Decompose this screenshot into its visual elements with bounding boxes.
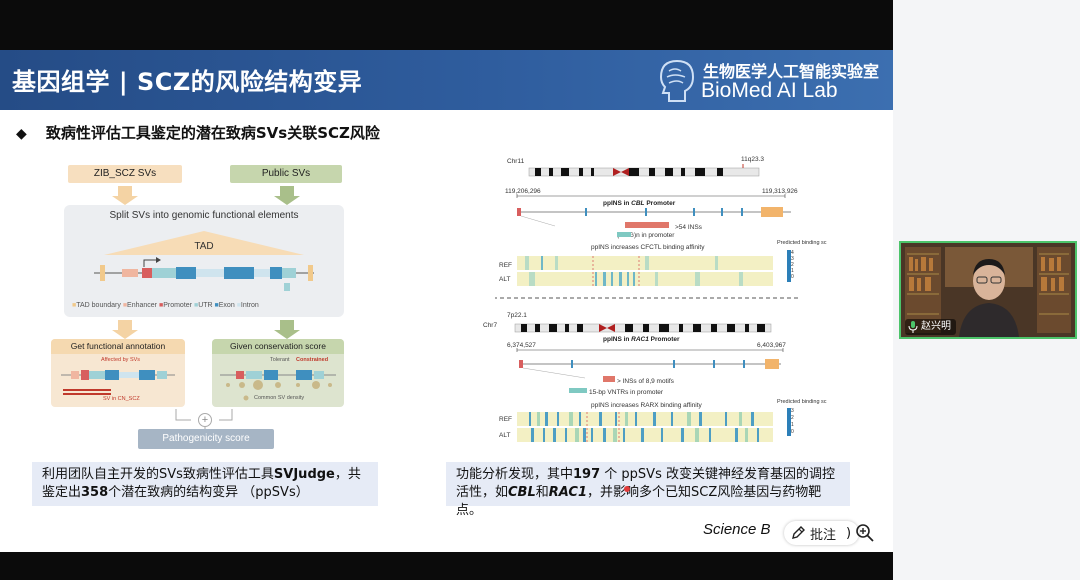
slide-title-band: 基因组学 | SCZ的风险结构变异 生物医学人工智能实验室 BioMed AI … <box>0 50 893 110</box>
participant-name-tag: 赵兴明 <box>905 319 956 335</box>
brain-head-icon <box>659 59 695 102</box>
section-heading-text: 致病性评估工具鉴定的潜在致病SVs关联SCZ风险 <box>45 124 380 142</box>
tad-label: TAD <box>194 241 214 252</box>
legend-promoter: ■Promoter <box>158 302 192 309</box>
annotate-bracket: ) <box>846 525 852 541</box>
rac1-scale-title: Predicted binding sc <box>777 399 827 405</box>
rac1-vntr-note: 15-bp VNTRs in promoter <box>589 389 664 396</box>
conservation-score-box: Given conservation score Tolerant Constr… <box>212 339 344 407</box>
cbl-cgg-note: (CGG)n in promoter <box>617 232 675 239</box>
legend-enhancer: ■Enhancer <box>122 302 158 309</box>
cbl-alt-label: ALT <box>499 276 511 283</box>
cbl-rac1-figure: Chr11 11q23.3 119,206,296 119,313,926 pp… <box>483 152 827 452</box>
lab-logo: 生物医学人工智能实验室 BioMed AI Lab <box>655 55 887 105</box>
cbl-ref-label: REF <box>499 262 512 269</box>
constrained-label: Constrained <box>296 357 329 363</box>
rac1-alt-label: ALT <box>499 432 511 439</box>
band-7p22-label: 7p22.1 <box>507 312 527 319</box>
rac1-ins-note: > INSs of 8,9 motifs <box>617 378 674 385</box>
pathogenicity-score-box: Pathogenicity score <box>138 429 274 449</box>
cbl-start-coord: 119,206,296 <box>505 188 541 195</box>
split-svs-box: Split SVs into genomic functional elemen… <box>64 205 344 317</box>
svjudge-workflow-figure: ZIB_SCZ SVs Public SVs Split SVs into ge… <box>48 162 358 454</box>
cbl-affinity-title: ppINS increases CFCTL binding affinity <box>591 244 705 251</box>
workflow-arrows <box>112 186 300 430</box>
cbl-end-coord: 119,313,926 <box>762 188 798 195</box>
cbl-ins-note: >54 INSs <box>675 224 702 231</box>
slide-title: 基因组学 | SCZ的风险结构变异 <box>12 68 363 96</box>
tolerant-label: Tolerant <box>270 357 290 363</box>
section-heading: ◆ 致病性评估工具鉴定的潜在致病SVs关联SCZ风险 <box>16 122 380 143</box>
microphone-icon <box>908 321 918 333</box>
cbl-panel-title: ppINS in CBL Promoter <box>603 200 676 207</box>
annotate-button[interactable]: 批注 ) <box>784 521 860 545</box>
summary-right: 功能分析发现，其中197 个 ppSVs 改变关键神经发育基因的调控活性，如CB… <box>446 462 850 518</box>
pen-icon <box>792 526 805 539</box>
legend-intron: ■Intron <box>236 302 259 309</box>
genome-tracks-graphic <box>495 164 800 442</box>
conservation-diagram <box>220 370 336 401</box>
conservation-score-title: Given conservation score <box>212 339 344 354</box>
legend-tad-boundary: ■TAD boundary <box>72 302 121 309</box>
functional-annotation-box: Get functional annotation Affected by SV… <box>51 339 185 407</box>
rac1-affinity-title: ppINS increases RARX binding affinity <box>591 402 702 409</box>
diamond-bullet-icon: ◆ <box>16 126 27 142</box>
sv-in-cn-scz-label: SV in CN_SCZ <box>103 396 140 402</box>
plus-icon: + <box>198 413 212 427</box>
logo-chinese-name: 生物医学人工智能实验室 <box>703 62 880 81</box>
zib-scz-svs-box: ZIB_SCZ SVs <box>68 165 182 183</box>
zoom-in-icon[interactable] <box>855 523 875 543</box>
participant-video-tile[interactable]: 赵兴明 <box>899 241 1077 339</box>
split-svs-title: Split SVs into genomic functional elemen… <box>109 210 299 221</box>
common-sv-density-label: Common SV density <box>254 395 305 401</box>
rac1-panel-title: ppINS in RAC1 Promoter <box>603 336 680 343</box>
legend-utr: ■UTR <box>193 302 213 309</box>
logo-english-name: BioMed AI Lab <box>701 79 838 102</box>
rac1-start-coord: 6,374,527 <box>507 342 536 349</box>
element-legend: ■TAD boundary ■Enhancer ■Promoter ■UTR ■… <box>72 302 259 309</box>
chr11-label: Chr11 <box>507 158 525 165</box>
public-svs-box: Public SVs <box>230 165 342 183</box>
annotate-label: 批注 <box>810 527 837 543</box>
presenter-laser-pointer <box>624 486 630 492</box>
affected-by-svs-label: Affected by SVs <box>101 357 141 363</box>
citation-text: Science B <box>703 521 771 538</box>
letterbox-top <box>0 0 893 50</box>
chr7-label: Chr7 <box>483 322 498 329</box>
summary-left: 利用团队自主开发的SVs致病性评估工具SVJudge，共鉴定出358个潜在致病的… <box>32 462 378 506</box>
rac1-end-coord: 6,403,967 <box>757 342 786 349</box>
annotation-diagram <box>61 370 175 395</box>
cbl-scale-title: Predicted binding sc <box>777 240 827 246</box>
tad-gene-diagram <box>94 231 314 291</box>
shared-slide: 基因组学 | SCZ的风险结构变异 生物医学人工智能实验室 BioMed AI … <box>0 50 893 552</box>
band-11q23-label: 11q23.3 <box>741 156 765 163</box>
participant-name: 赵兴明 <box>921 321 951 332</box>
legend-exon: ■Exon <box>214 302 235 309</box>
rac1-ref-label: REF <box>499 416 512 423</box>
functional-annotation-title: Get functional annotation <box>51 339 185 354</box>
letterbox-bottom <box>0 552 893 580</box>
